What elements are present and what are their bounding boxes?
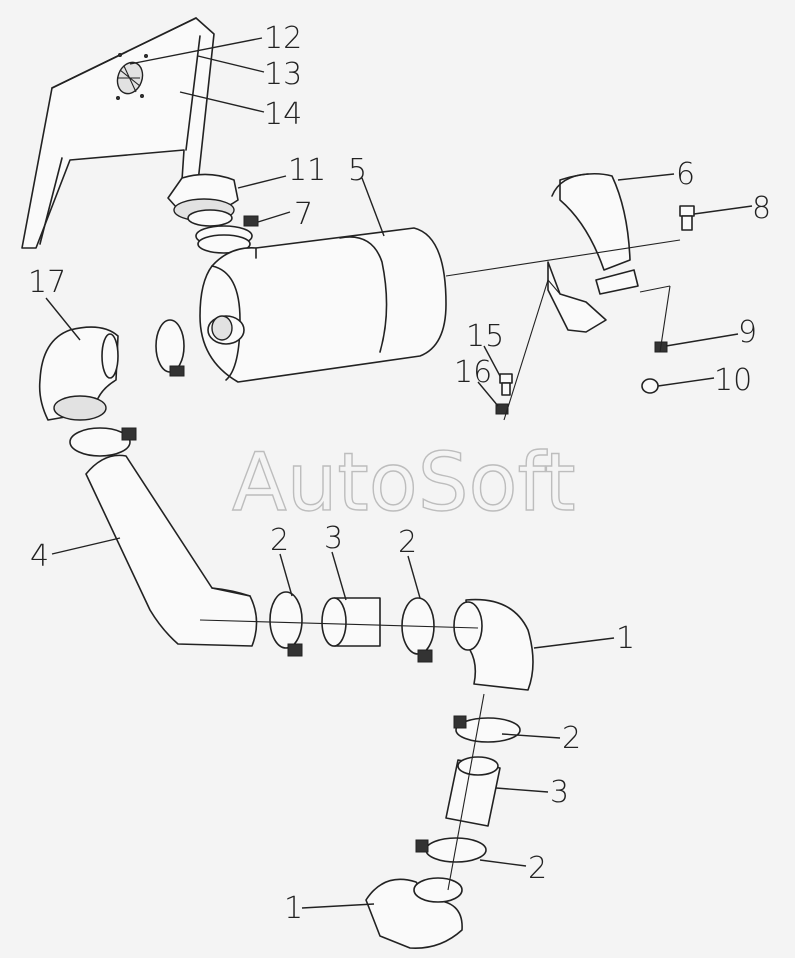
elbow-1b	[365, 877, 463, 949]
clamp-middle	[155, 319, 185, 377]
watermark: AutoSoft	[232, 436, 576, 529]
callout-10: 10	[714, 363, 752, 398]
mount-center-line	[503, 278, 561, 421]
clamp-2b	[401, 597, 435, 663]
callout-2-a: 2	[270, 523, 289, 558]
clamp-2d	[415, 837, 487, 863]
callout-7: 7	[294, 197, 313, 232]
callout-8: 8	[752, 191, 771, 226]
callout-11: 11	[288, 153, 326, 188]
clamp-2c	[453, 715, 521, 743]
callout-5: 5	[348, 153, 367, 188]
row-center-line	[199, 619, 479, 629]
sleeve-3b	[445, 756, 501, 827]
intake-grille	[116, 53, 148, 100]
elbow-1a	[453, 598, 534, 691]
callout-3-a: 3	[324, 521, 343, 556]
bolt-8	[679, 205, 695, 231]
callout-12: 12	[264, 21, 302, 56]
bolt-15	[499, 373, 513, 396]
rain-cap	[167, 173, 239, 227]
callout-13: 13	[264, 57, 302, 92]
callout-6: 6	[676, 157, 695, 192]
mount-center-line-2	[659, 285, 671, 353]
washer-10	[641, 378, 659, 394]
callout-2-d: 2	[528, 851, 547, 886]
elbow-17	[38, 326, 119, 421]
callout-4: 4	[30, 539, 49, 574]
air-cleaner	[199, 227, 447, 383]
clamp-2a	[269, 591, 303, 657]
sleeve-3a	[321, 597, 381, 647]
upper-hose-clamp	[195, 215, 259, 254]
callout-1-a: 1	[616, 621, 635, 656]
callout-3-b: 3	[550, 775, 569, 810]
callout-labels: 12 13 14 11 7 5 6 8 17 15 16 9 10 4 2 3 …	[28, 21, 771, 926]
clamp-lower-17	[69, 427, 137, 457]
callout-17: 17	[28, 265, 66, 300]
callout-2-c: 2	[562, 721, 581, 756]
callout-9: 9	[738, 315, 757, 350]
mounting-strap	[445, 172, 681, 333]
callout-1-b: 1	[284, 891, 303, 926]
callout-16: 16	[454, 355, 492, 390]
intake-pipe-4	[85, 454, 258, 647]
leader-lines	[45, 37, 753, 909]
callout-15: 15	[466, 319, 504, 354]
callout-2-b: 2	[398, 525, 417, 560]
callout-14: 14	[264, 97, 302, 132]
stack-center-line	[447, 693, 485, 891]
